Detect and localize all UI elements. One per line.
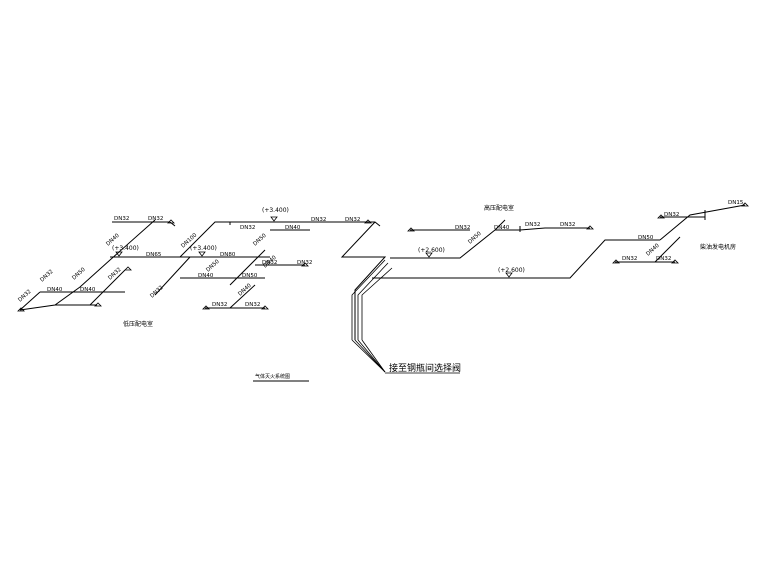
elevation-label: (+2.600) bbox=[498, 267, 525, 274]
elevation-marker bbox=[505, 272, 513, 278]
nozzle-marker bbox=[364, 219, 372, 224]
pipe-size-label: DN50 bbox=[205, 258, 221, 273]
pipe-size-label: DN40 bbox=[494, 225, 510, 231]
elevation-label: (+3.400) bbox=[262, 207, 289, 214]
drawing-title: 气体灭火系统图 bbox=[255, 373, 290, 380]
pipe-size-label: DN32 bbox=[656, 256, 671, 262]
pipe-size-label: DN40 bbox=[47, 287, 63, 293]
pipe-size-label: DN32 bbox=[525, 222, 540, 228]
high-voltage-room-piping bbox=[390, 219, 590, 259]
pipe-segment bbox=[654, 236, 681, 263]
elevation-label: (+2.600) bbox=[418, 247, 445, 254]
pipe-segment bbox=[372, 239, 660, 279]
pipe-segment bbox=[19, 291, 41, 311]
pipe-size-label: DN32 bbox=[560, 222, 575, 228]
pipe-size-label: DN40 bbox=[285, 225, 301, 231]
nozzle-marker bbox=[202, 305, 210, 310]
pipe-size-label: DN32 bbox=[297, 260, 312, 266]
pipe-size-label: DN32 bbox=[240, 225, 255, 231]
pipe-size-label: DN32 bbox=[262, 260, 277, 266]
nozzle-marker bbox=[167, 219, 175, 224]
nozzle-marker bbox=[124, 266, 132, 271]
pipe-size-label: DN32 bbox=[345, 217, 360, 223]
pipe-size-label: DN50 bbox=[71, 266, 87, 281]
room-label-low-voltage: 低压配电室 bbox=[123, 320, 153, 328]
pipe-size-label: DN32 bbox=[212, 302, 227, 308]
elevation-marker bbox=[425, 252, 433, 258]
nozzle-marker bbox=[612, 259, 620, 264]
nozzle-marker bbox=[261, 305, 269, 310]
nozzle-marker bbox=[407, 227, 415, 232]
pipe-size-label: DN65 bbox=[146, 252, 162, 258]
pipe-size-label: DN40 bbox=[237, 282, 253, 297]
nozzle-marker bbox=[17, 307, 25, 312]
pipe-segment bbox=[19, 219, 156, 311]
nozzle-marker bbox=[671, 259, 679, 264]
pipe-segment bbox=[390, 227, 590, 259]
pipe-size-label: DN40 bbox=[80, 287, 96, 293]
pipe-segment bbox=[494, 219, 506, 231]
callout-text: 接至钢瓶间选择阀 bbox=[389, 362, 461, 374]
nozzle-markers bbox=[17, 202, 749, 312]
pipe-size-label: DN50 bbox=[242, 273, 258, 279]
pipe-segment bbox=[179, 221, 381, 258]
pipe-segment bbox=[89, 269, 126, 306]
pipe-size-label: DN32 bbox=[149, 285, 164, 300]
pipe-size-label: DN32 bbox=[664, 212, 679, 218]
elevation-label: (+3.400) bbox=[112, 245, 139, 252]
nozzle-marker bbox=[94, 302, 102, 307]
pipe-size-label: DN15 bbox=[728, 200, 744, 206]
callout-leader bbox=[357, 339, 386, 373]
nozzle-marker bbox=[301, 262, 309, 267]
pipe-size-label: DN32 bbox=[245, 302, 260, 308]
pipe-size-label: DN32 bbox=[114, 216, 129, 222]
elevation-marker bbox=[270, 216, 278, 222]
pipe-size-label: DN32 bbox=[311, 217, 326, 223]
pipe-segment bbox=[351, 259, 386, 340]
nozzle-marker bbox=[741, 202, 749, 207]
low-voltage-room-piping bbox=[19, 219, 180, 311]
pipe-size-label: DN40 bbox=[198, 273, 214, 279]
room-label-high-voltage: 高压配电室 bbox=[484, 204, 514, 212]
nozzle-marker bbox=[657, 214, 665, 219]
pipe-segment bbox=[340, 221, 387, 340]
pipe-size-label: DN50 bbox=[467, 230, 483, 245]
elevation-markers bbox=[115, 216, 513, 278]
pipe-size-label: DN32 bbox=[39, 269, 54, 284]
elevation-label: (+3.400) bbox=[190, 245, 217, 252]
callout-leader bbox=[361, 339, 386, 373]
middle-room-piping bbox=[154, 221, 393, 373]
pipe-segment bbox=[154, 256, 191, 296]
room-label-generator: 柴油发电机房 bbox=[700, 243, 736, 251]
pipe-size-label: DN50 bbox=[252, 232, 268, 247]
pipe-segment bbox=[229, 249, 266, 286]
pipe-size-label: DN32 bbox=[148, 216, 163, 222]
pipe-segment bbox=[361, 267, 393, 340]
pipe-size-label: DN32 bbox=[455, 225, 470, 231]
elevation-marker bbox=[198, 251, 206, 257]
pipe-segment bbox=[229, 284, 256, 309]
pipe-segment bbox=[357, 262, 389, 340]
pipe-size-label: DN32 bbox=[622, 256, 637, 262]
elevation-marker bbox=[115, 251, 123, 257]
generator-room-piping bbox=[372, 204, 746, 279]
pipe-size-label: DN80 bbox=[220, 252, 236, 258]
pipe-size-label: DN50 bbox=[638, 235, 654, 241]
pipe-segment bbox=[659, 204, 746, 241]
nozzle-marker bbox=[586, 225, 594, 230]
